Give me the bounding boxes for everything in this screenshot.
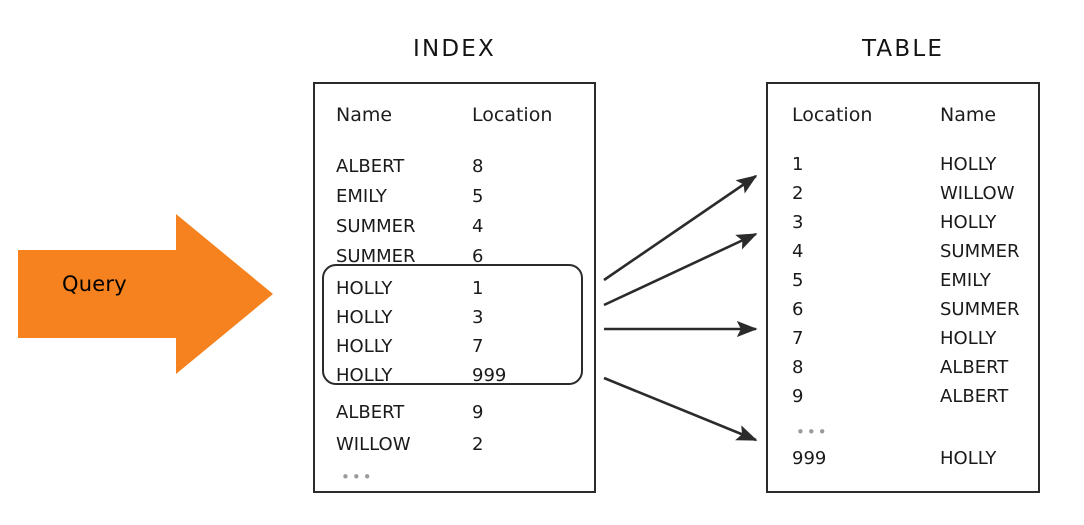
index-cell-location: 9 <box>472 402 484 423</box>
table-row[interactable]: 999 HOLLY <box>792 450 996 468</box>
table-row[interactable]: SUMMER 4 <box>336 218 483 236</box>
table-row[interactable]: 6 SUMMER <box>792 301 1020 319</box>
connector-arrows <box>596 140 768 470</box>
index-cell-name: EMILY <box>336 186 387 207</box>
table-row[interactable]: WILLOW 2 <box>336 436 483 454</box>
index-cell-location: 4 <box>472 216 484 237</box>
index-cell-location: 2 <box>472 434 484 455</box>
table-cell-location: 3 <box>792 212 804 233</box>
table-panel-title: TABLE <box>861 36 945 62</box>
table-cell-location: 7 <box>792 328 804 349</box>
table-cell-name: SUMMER <box>940 241 1020 262</box>
index-header-location: Location <box>472 104 553 126</box>
index-cell-location: 8 <box>472 156 484 177</box>
table-cell-location: 2 <box>792 183 804 204</box>
table-cell-name: ALBERT <box>940 386 1009 407</box>
query-arrow-shape <box>18 214 273 374</box>
table-row[interactable]: HOLLY 999 <box>336 367 506 385</box>
index-cell-location: 5 <box>472 186 484 207</box>
table-row[interactable]: 5 EMILY <box>792 272 991 290</box>
connector-arrow-1 <box>603 174 758 282</box>
table-cell-name: HOLLY <box>940 448 997 469</box>
table-row[interactable]: 4 SUMMER <box>792 243 1020 261</box>
table-row[interactable]: 2 WILLOW <box>792 185 1015 203</box>
index-header-name: Name <box>336 104 393 126</box>
index-cell-location: 6 <box>472 246 484 267</box>
table-cell-name: HOLLY <box>940 154 997 175</box>
index-rows: Name Location ALBERT 8 EMILY 5 SUMMER 4 … <box>315 84 594 491</box>
connector-arrow-2 <box>603 232 758 307</box>
right-arrow-icon <box>18 214 273 374</box>
table-header-name: Name <box>940 104 997 126</box>
table-row[interactable]: ALBERT 9 <box>336 404 483 422</box>
table-cell-name: ALBERT <box>940 357 1009 378</box>
index-cell-name: HOLLY <box>336 278 393 299</box>
table-cell-name: EMILY <box>940 270 991 291</box>
table-cell-location: 4 <box>792 241 804 262</box>
table-row[interactable]: HOLLY 7 <box>336 338 483 356</box>
table-cell-location: 8 <box>792 357 804 378</box>
table-cell-name: SUMMER <box>940 299 1020 320</box>
index-cell-location: 999 <box>472 365 507 386</box>
table-row[interactable]: SUMMER 6 <box>336 248 483 266</box>
table-cell-name: WILLOW <box>940 183 1015 204</box>
index-cell-location: 1 <box>472 278 484 299</box>
table-row[interactable]: 1 HOLLY <box>792 156 996 174</box>
index-cell-location: 3 <box>472 307 484 328</box>
index-header-row: Name Location <box>336 104 553 126</box>
table-cell-name: HOLLY <box>940 212 997 233</box>
table-rows: Location Name 1 HOLLY 2 WILLOW 3 HOLLY 4… <box>768 84 1038 491</box>
index-cell-name: HOLLY <box>336 365 393 386</box>
table-cell-location: 1 <box>792 154 804 175</box>
table-row[interactable]: 7 HOLLY <box>792 330 996 348</box>
table-header-location: Location <box>792 104 873 126</box>
table-cell-location: 999 <box>792 448 827 469</box>
table-row[interactable]: HOLLY 1 <box>336 280 483 298</box>
table-row[interactable]: ALBERT 8 <box>336 158 483 176</box>
table-ellipsis: ••• <box>796 423 829 441</box>
table-cell-location: 6 <box>792 299 804 320</box>
index-panel-title: INDEX <box>413 36 496 62</box>
table-row[interactable]: 9 ALBERT <box>792 388 1008 406</box>
connector-arrow-4 <box>603 376 758 442</box>
index-cell-name: WILLOW <box>336 434 411 455</box>
table-row[interactable]: 8 ALBERT <box>792 359 1008 377</box>
query-label: Query <box>62 272 127 296</box>
table-panel-box: Location Name 1 HOLLY 2 WILLOW 3 HOLLY 4… <box>766 82 1040 493</box>
table-cell-location: 9 <box>792 386 804 407</box>
index-cell-name: SUMMER <box>336 216 416 237</box>
table-row[interactable]: 3 HOLLY <box>792 214 996 232</box>
index-cell-name: HOLLY <box>336 336 393 357</box>
table-row[interactable]: HOLLY 3 <box>336 309 483 327</box>
table-row[interactable]: EMILY 5 <box>336 188 483 206</box>
table-cell-name: HOLLY <box>940 328 997 349</box>
index-cell-name: ALBERT <box>336 402 405 423</box>
index-cell-name: SUMMER <box>336 246 416 267</box>
index-panel-box: Name Location ALBERT 8 EMILY 5 SUMMER 4 … <box>313 82 596 493</box>
index-cell-name: HOLLY <box>336 307 393 328</box>
table-header-row: Location Name <box>792 104 997 126</box>
index-cell-location: 7 <box>472 336 484 357</box>
index-ellipsis: ••• <box>341 468 374 486</box>
table-cell-location: 5 <box>792 270 804 291</box>
index-cell-name: ALBERT <box>336 156 405 177</box>
